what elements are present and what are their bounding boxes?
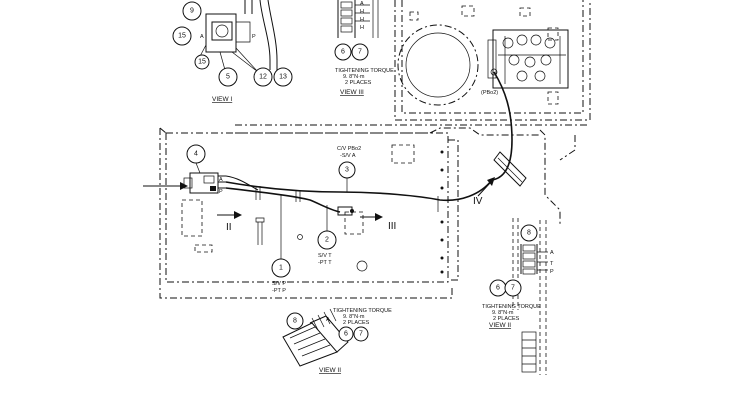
torque-note-right-line3: 2 PLACES [493, 316, 520, 322]
view2-letter-a: A [550, 250, 554, 256]
callout-5: 5 [218, 67, 238, 87]
sv-p-label-line1: S/V P [272, 281, 286, 287]
view-i-detail: A P [197, 0, 278, 76]
view-ii-bottom-title: VIEW II [319, 367, 341, 374]
callout-15-upper: 15 [172, 26, 192, 46]
view-i-title: VIEW I [212, 96, 232, 103]
svg-text:7: 7 [358, 49, 362, 56]
hose-2 [225, 187, 341, 213]
callout-7-view2: 7 [504, 279, 522, 297]
view3-letter-h1: H [360, 9, 364, 15]
arrow-view-iii: III [360, 213, 396, 232]
arrow-view-i [143, 182, 188, 190]
sv-letter-p: P [219, 189, 223, 195]
callout-13: 13 [273, 67, 293, 87]
arrow-view-iv: IV [473, 177, 495, 207]
svg-text:4: 4 [194, 151, 198, 158]
torque-note-right-line2: 9. 8"N·m [492, 310, 514, 316]
sv-p-label-line2: -PT P [272, 288, 286, 294]
cv-pbo2-label-line2: -S/V A [340, 153, 356, 159]
view3-letter-h2: H [360, 17, 364, 23]
hose-pbo2 [491, 71, 513, 181]
svg-text:II: II [226, 222, 232, 233]
svg-text:5: 5 [226, 74, 230, 81]
torque-note-bottom-line1: TIGHTENING TORQUE [333, 308, 392, 314]
arrow-view-ii: II [217, 211, 242, 233]
view3-letter-h3: H [360, 25, 364, 31]
cv-pbo2-label-line1: C/V PBo2 [337, 146, 361, 152]
port-pbo2-label: (PBo2) [481, 90, 498, 96]
callout-2: 2 [317, 230, 337, 250]
torque-note-top-line3: 2 PLACES [345, 80, 372, 86]
hose-end-fitting-iv [493, 151, 527, 187]
svg-text:IV: IV [473, 196, 483, 207]
callout-3: 3 [338, 161, 356, 179]
svg-text:12: 12 [259, 74, 267, 81]
svg-text:13: 13 [279, 74, 287, 81]
callout-9: 9 [182, 1, 202, 21]
view2-letter-p: P [550, 269, 554, 275]
callout-7-view3: 7 [351, 43, 369, 61]
sv-letter-a: A [219, 177, 223, 183]
svg-text:6: 6 [341, 49, 345, 56]
callout-8-view2: 8 [520, 224, 538, 242]
hose-3 [225, 179, 493, 202]
callout-6-view3: 6 [334, 43, 352, 61]
callout-1: 1 [271, 258, 291, 278]
view1-letter-p: P [252, 34, 256, 40]
machine-frame-top [235, 0, 591, 225]
callout-4: 4 [186, 144, 206, 164]
svg-text:8: 8 [293, 318, 297, 325]
svg-text:7: 7 [359, 331, 363, 338]
callout-15-lower: 15 [194, 54, 210, 70]
svg-text:15: 15 [178, 33, 186, 40]
svg-text:7: 7 [511, 285, 515, 292]
torque-note-bottom-line3: 2 PLACES [343, 320, 370, 326]
sv-t-label-line2: -PT T [318, 260, 332, 266]
sv-t-label-line1: S/V T [318, 253, 332, 259]
torque-note-right-line1: TIGHTENING TORQUE [482, 304, 541, 310]
view2b-letter-a: A [326, 317, 330, 323]
torque-note-top-line1: TIGHTENING TORQUE [335, 68, 394, 74]
view3-letter-a: A [360, 1, 364, 7]
view1-letter-a: A [200, 34, 204, 40]
view-ii-bottom-detail: A [282, 308, 349, 367]
torque-note-top-line2: 9. 8"N·m [343, 74, 365, 80]
svg-text:15: 15 [198, 59, 206, 66]
view-ii-right-detail: A T P [512, 218, 554, 375]
torque-note-bottom-line2: 9. 8"N·m [343, 314, 365, 320]
callout-7-bottom: 7 [353, 326, 369, 342]
svg-text:8: 8 [527, 230, 531, 237]
svg-text:9: 9 [190, 8, 194, 15]
callout-8-bottom: 8 [286, 312, 304, 330]
view2-letter-t: T [550, 261, 554, 267]
callout-12: 12 [253, 67, 273, 87]
callout-6-bottom: 6 [338, 326, 354, 342]
svg-text:2: 2 [325, 237, 329, 244]
callout-6-view2: 6 [489, 279, 507, 297]
svg-text:1: 1 [279, 265, 283, 272]
svg-text:3: 3 [345, 167, 349, 174]
view-iii-detail: A H H H [337, 0, 379, 38]
control-valve-block [487, 29, 569, 89]
solenoid-valve-block: A P [183, 172, 226, 195]
svg-text:III: III [388, 221, 396, 232]
main-mounting-plate [159, 127, 459, 299]
view-iii-title: VIEW III [340, 89, 364, 96]
svg-text:6: 6 [496, 285, 500, 292]
view-ii-right-title: VIEW II [489, 322, 511, 329]
svg-text:6: 6 [344, 331, 348, 338]
